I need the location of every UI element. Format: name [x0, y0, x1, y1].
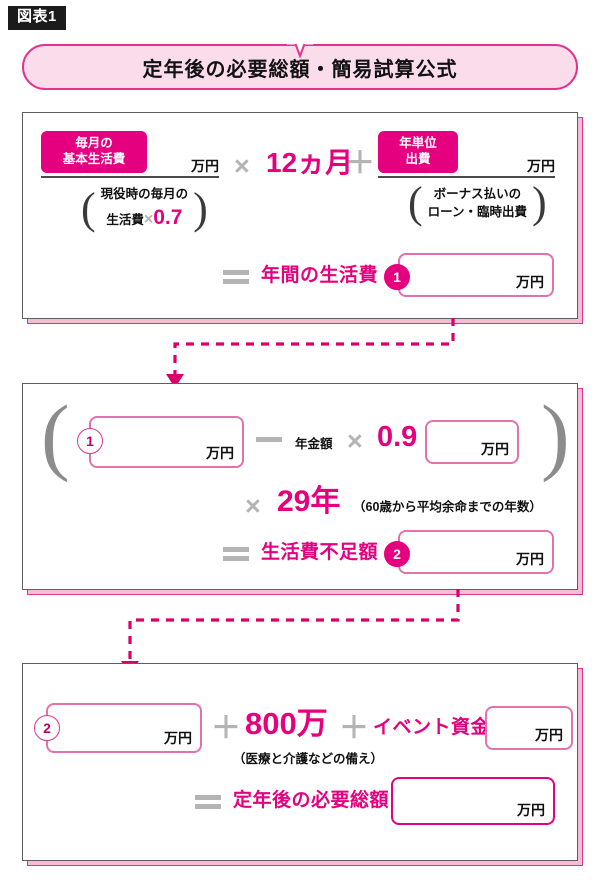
note-years-explanation: （60歳から平均余命までの年数）	[353, 500, 542, 514]
badge-step-2-output: 2	[384, 541, 410, 567]
minus-sign	[256, 437, 282, 442]
paren-close-icon-2: )	[532, 178, 547, 228]
value-29-years: 29年	[277, 485, 341, 518]
unit-pension-amount: 万円	[481, 441, 509, 457]
operator-multiply-1: ×	[234, 151, 250, 181]
paren-open-icon: (	[81, 184, 96, 234]
page-title: 定年後の必要総額・簡易試算公式	[142, 58, 458, 81]
paren-close-icon: )	[193, 184, 208, 234]
note-left-line-1: 現役時の毎月の	[100, 187, 189, 201]
value-pension-factor: 0.9	[377, 421, 418, 453]
tag-annual-expense: 年単位 出費	[378, 131, 458, 174]
note-right-line-2: ローン・臨時出費	[427, 205, 528, 220]
blank-annual-expense[interactable]	[378, 176, 555, 178]
unit-carried-annual-cost: 万円	[206, 445, 234, 461]
operator-multiply-pension: ×	[347, 426, 363, 456]
note-left-factor: 0.7	[153, 206, 183, 230]
unit-carried-shortfall: 万円	[164, 730, 192, 746]
input-pension-amount[interactable]: 万円	[425, 420, 519, 464]
tag-monthly-line-1: 毎月の	[75, 136, 113, 150]
note-medical-reserve: （医療と介護などの備え）	[233, 752, 384, 766]
label-event-fund: イベント資金	[373, 717, 491, 738]
unit-total-needed: 万円	[517, 802, 545, 818]
input-living-cost-shortfall[interactable]: 万円	[398, 530, 554, 574]
equals-sign-2	[223, 547, 249, 561]
note-annual-formula: ( ボーナス払いの ローン・臨時出費 )	[408, 178, 547, 228]
tag-annual-line-1: 年単位	[399, 136, 437, 150]
blank-monthly-cost[interactable]	[41, 176, 219, 178]
note-left-multiply: ×	[143, 211, 154, 229]
unit-annual-living-cost: 万円	[516, 274, 544, 290]
tag-annual-line-2: 出費	[405, 151, 431, 166]
value-12-months: 12ヵ月	[266, 147, 354, 178]
operator-multiply-years: ×	[245, 491, 261, 521]
operator-plus-2: ＋	[211, 712, 241, 745]
tag-monthly-basic-living-cost: 毎月の 基本生活費	[41, 131, 147, 174]
tag-monthly-line-2: 基本生活費	[62, 151, 126, 166]
value-medical-reserve: 800万	[245, 706, 328, 741]
operator-plus-3: ＋	[339, 712, 369, 745]
label-living-cost-shortfall: 生活費不足額	[261, 542, 379, 563]
card-step-3: 2 万円 ＋ 800万 （医療と介護などの備え） ＋ イベント資金 万円 定年後…	[22, 663, 578, 861]
input-event-fund[interactable]: 万円	[485, 706, 573, 750]
figure-label: 図表1	[8, 6, 66, 30]
paren-open-icon-2: (	[408, 178, 423, 228]
big-paren-close-icon: )	[541, 387, 570, 483]
badge-step-1-input: 1	[77, 428, 103, 454]
label-annual-living-cost: 年間の生活費	[261, 265, 379, 286]
equals-sign-1	[223, 270, 249, 284]
input-annual-living-cost[interactable]: 万円	[398, 253, 554, 297]
unit-event-fund: 万円	[535, 727, 563, 743]
card-step-2: ( ) 1 万円 年金額 × 0.9 万円 × 29年 （60歳から平均余命まで…	[22, 383, 578, 590]
equals-sign-3	[195, 795, 221, 809]
unit-annual-expense: 万円	[527, 158, 555, 174]
input-total-needed-after-retirement[interactable]: 万円	[391, 777, 555, 825]
banner-notch-icon	[287, 43, 313, 58]
note-right-line-1: ボーナス払いの	[433, 187, 522, 201]
badge-step-2-input: 2	[34, 715, 60, 741]
note-left-line-2: 生活費	[106, 213, 144, 228]
label-total-needed-after-retirement: 定年後の必要総額	[233, 790, 390, 811]
unit-living-cost-shortfall: 万円	[516, 551, 544, 567]
input-carried-shortfall[interactable]: 万円	[46, 703, 202, 753]
unit-monthly-cost: 万円	[191, 158, 219, 174]
input-carried-annual-cost[interactable]: 万円	[89, 416, 244, 468]
card-step-1: 毎月の 基本生活費 万円 × 12ヵ月 ＋ 年単位 出費 万円 ( 現役時の毎月…	[22, 112, 578, 319]
note-monthly-formula: ( 現役時の毎月の 生活費×0.7 )	[81, 185, 208, 234]
big-paren-open-icon: (	[41, 387, 70, 483]
operator-plus-1: ＋	[345, 147, 375, 180]
label-pension-amount: 年金額	[295, 437, 333, 451]
badge-step-1-output: 1	[384, 264, 410, 290]
